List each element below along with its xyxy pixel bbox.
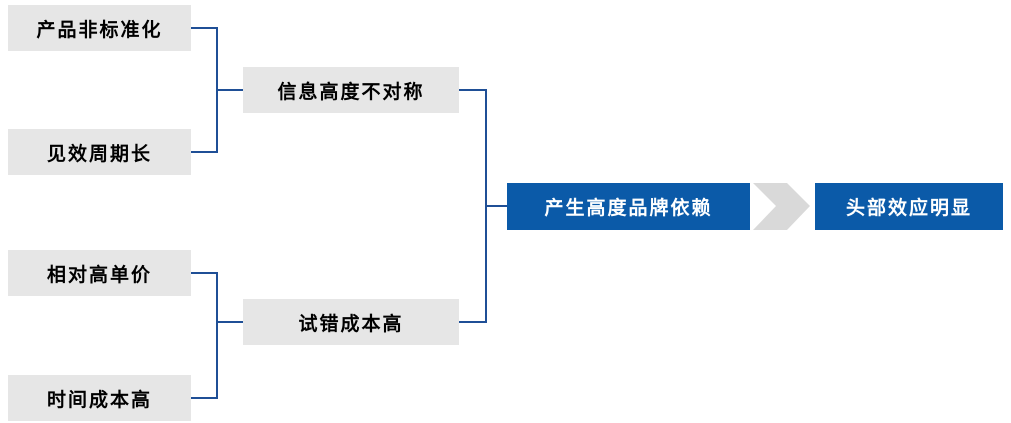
intermediate-high-trial-cost: 试错成本高 bbox=[243, 299, 459, 345]
intermediate-information-asymmetry: 信息高度不对称 bbox=[243, 67, 459, 113]
connector-factors-to-information-asymmetry bbox=[191, 27, 218, 153]
connector-factors-to-trial-cost bbox=[191, 272, 218, 399]
chevron-arrow-icon bbox=[753, 183, 810, 230]
factor-non-standard-product: 产品非标准化 bbox=[8, 5, 191, 51]
factor-high-unit-price: 相对高单价 bbox=[8, 250, 191, 296]
result-head-effect: 头部效应明显 bbox=[815, 183, 1003, 230]
factor-long-effect-cycle: 见效周期长 bbox=[8, 129, 191, 175]
outcome-brand-dependence: 产生高度品牌依赖 bbox=[507, 183, 750, 230]
factor-high-time-cost: 时间成本高 bbox=[8, 375, 191, 421]
connector-intermediates-to-brand-dependence bbox=[459, 89, 487, 323]
